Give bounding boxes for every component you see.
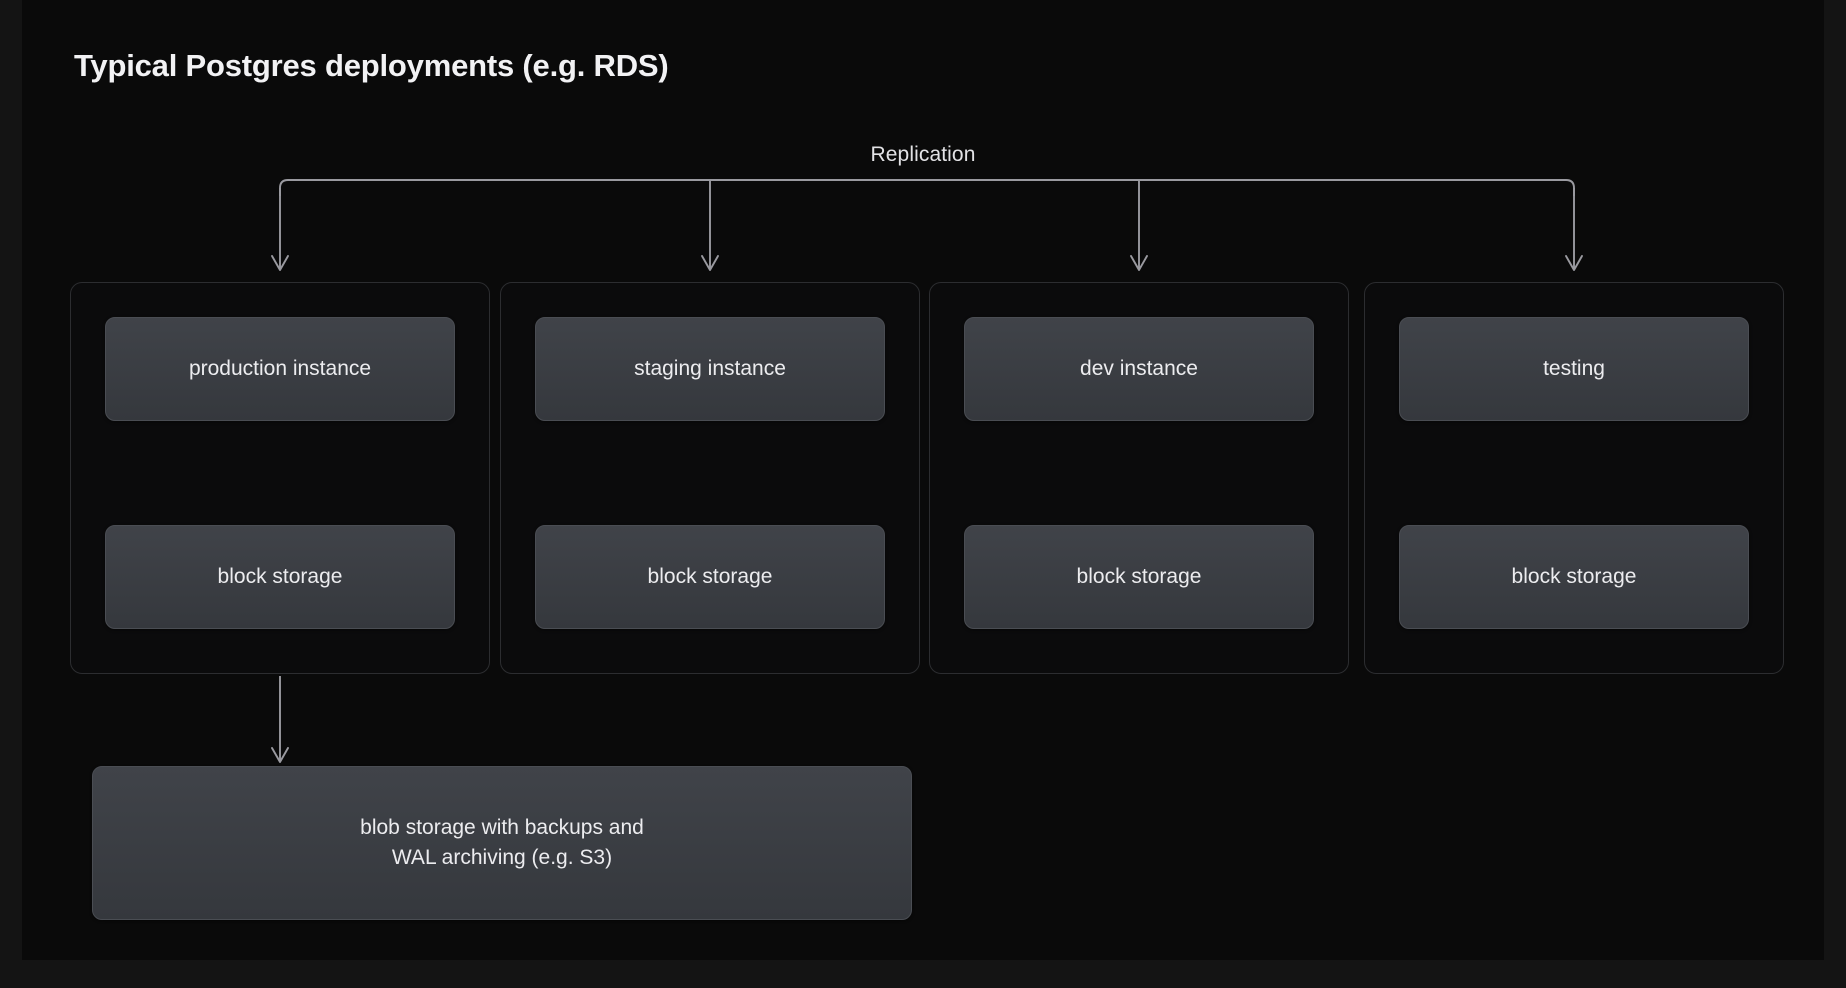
node-blob-storage[interactable]: blob storage with backups and WAL archiv… [92, 766, 912, 920]
node-production-instance[interactable]: production instance [105, 317, 455, 421]
replication-bus-line [279, 179, 1575, 196]
arrowhead-dev [1130, 255, 1148, 271]
node-dev-instance[interactable]: dev instance [964, 317, 1314, 421]
diagram-canvas: Typical Postgres deployments (e.g. RDS) … [22, 0, 1824, 960]
arrowhead-testing [1565, 255, 1583, 271]
blob-storage-line-2: WAL archiving (e.g. S3) [391, 846, 613, 869]
group-dev: dev instance block storage [929, 282, 1349, 674]
arrowhead-blob [271, 747, 289, 763]
node-dev-block-storage[interactable]: block storage [964, 525, 1314, 629]
node-testing-block-storage[interactable]: block storage [1399, 525, 1749, 629]
replication-label: Replication [870, 143, 976, 166]
blob-storage-line-1: blob storage with backups and [360, 816, 644, 840]
page-title: Typical Postgres deployments (e.g. RDS) [74, 48, 669, 83]
group-staging: staging instance block storage [500, 282, 920, 674]
node-testing-instance[interactable]: testing [1399, 317, 1749, 421]
node-staging-block-storage[interactable]: block storage [535, 525, 885, 629]
arrowhead-production [271, 255, 289, 271]
node-staging-instance[interactable]: staging instance [535, 317, 885, 421]
node-production-block-storage[interactable]: block storage [105, 525, 455, 629]
arrowhead-staging [701, 255, 719, 271]
group-testing: testing block storage [1364, 282, 1784, 674]
group-production: production instance block storage [70, 282, 490, 674]
